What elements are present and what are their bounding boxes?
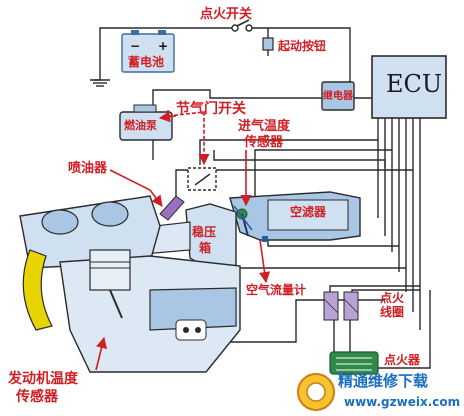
igniter-module xyxy=(329,351,379,375)
label-start-button: 起动按钮 xyxy=(278,39,327,53)
label-intake-temp-sensor-line2: 传感器 xyxy=(244,135,284,150)
label-air-flow-meter: 空气流量计 xyxy=(246,283,307,297)
label-battery: 蓄电池 xyxy=(128,55,165,69)
throttle-switch xyxy=(187,167,217,191)
watermark-text: 精通维修下载 xyxy=(338,372,429,390)
label-surge-tank-line2: 箱 xyxy=(199,241,212,255)
label-battery-neg: − xyxy=(130,39,141,53)
label-fuel-pump: 燃油泵 xyxy=(124,119,157,132)
watermark-url: www.gzweix.com xyxy=(344,395,461,409)
battery xyxy=(121,30,175,73)
label-ignition-coil-line2: 线圈 xyxy=(380,305,405,319)
ignition-switch xyxy=(231,19,253,32)
ecu-box xyxy=(371,55,447,119)
callout-arrows xyxy=(95,110,271,371)
arrow-throttle-switch xyxy=(167,110,210,166)
label-ecu: ECU xyxy=(386,70,443,98)
label-ignition-switch: 点火开关 xyxy=(200,7,253,22)
injector xyxy=(159,195,185,221)
label-injector: 喷油器 xyxy=(68,161,108,176)
start-button-symbol xyxy=(262,37,274,56)
arrow-air-flow-meter xyxy=(259,239,271,284)
label-coolant-temp-sensor-line2: 传感器 xyxy=(16,389,58,405)
label-intake-temp-sensor-line1: 进气温度 xyxy=(238,119,291,134)
label-air-filter: 空滤器 xyxy=(290,205,327,219)
label-distributor: 点火器 xyxy=(384,353,421,367)
label-surge-tank-line1: 稳压 xyxy=(192,225,217,239)
arrow-fuel-pump xyxy=(158,111,177,123)
label-ignition-coil-line1: 点火 xyxy=(380,291,405,305)
ignition-coils xyxy=(323,291,359,321)
label-relay: 继电器 xyxy=(323,91,353,102)
label-battery-pos: + xyxy=(158,39,169,53)
arrow-coolant-sensor xyxy=(95,336,107,371)
arrow-injector xyxy=(109,169,163,207)
label-throttle-switch: 节气门开关 xyxy=(176,101,246,117)
relay xyxy=(321,81,355,111)
watermark-logo xyxy=(297,373,335,411)
label-coolant-temp-sensor-line1: 发动机温度 xyxy=(8,371,78,387)
